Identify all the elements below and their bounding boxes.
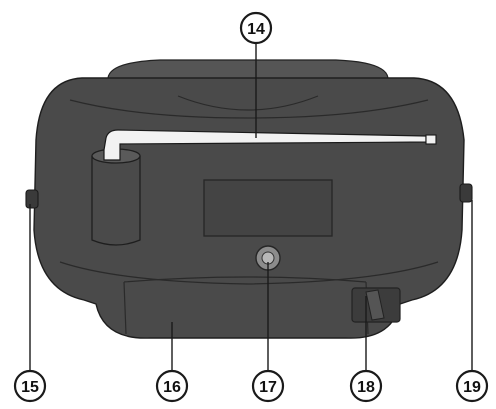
callout-16: 16 xyxy=(155,369,189,403)
antenna-tip xyxy=(425,134,437,145)
antenna-holder xyxy=(91,156,141,246)
callout-15: 15 xyxy=(13,369,47,403)
lid-groove xyxy=(177,95,319,111)
callout-17: 17 xyxy=(251,369,285,403)
lower-band xyxy=(59,261,439,285)
callout-17-label: 17 xyxy=(259,379,277,396)
switch-lever xyxy=(365,289,385,321)
callout-16-label: 16 xyxy=(163,379,181,396)
callout-19: 19 xyxy=(455,369,489,403)
callout-14-label: 14 xyxy=(247,21,265,38)
right-side-knob xyxy=(459,183,473,203)
upper-panel xyxy=(69,99,429,119)
label-plate xyxy=(203,179,333,237)
callout-14: 14 xyxy=(239,11,273,45)
callout-18: 18 xyxy=(349,369,383,403)
callout-15-label: 15 xyxy=(21,379,39,396)
left-side-knob xyxy=(25,189,39,209)
callout-19-label: 19 xyxy=(463,379,481,396)
callout-18-label: 18 xyxy=(357,379,375,396)
antenna-icon xyxy=(103,129,427,161)
